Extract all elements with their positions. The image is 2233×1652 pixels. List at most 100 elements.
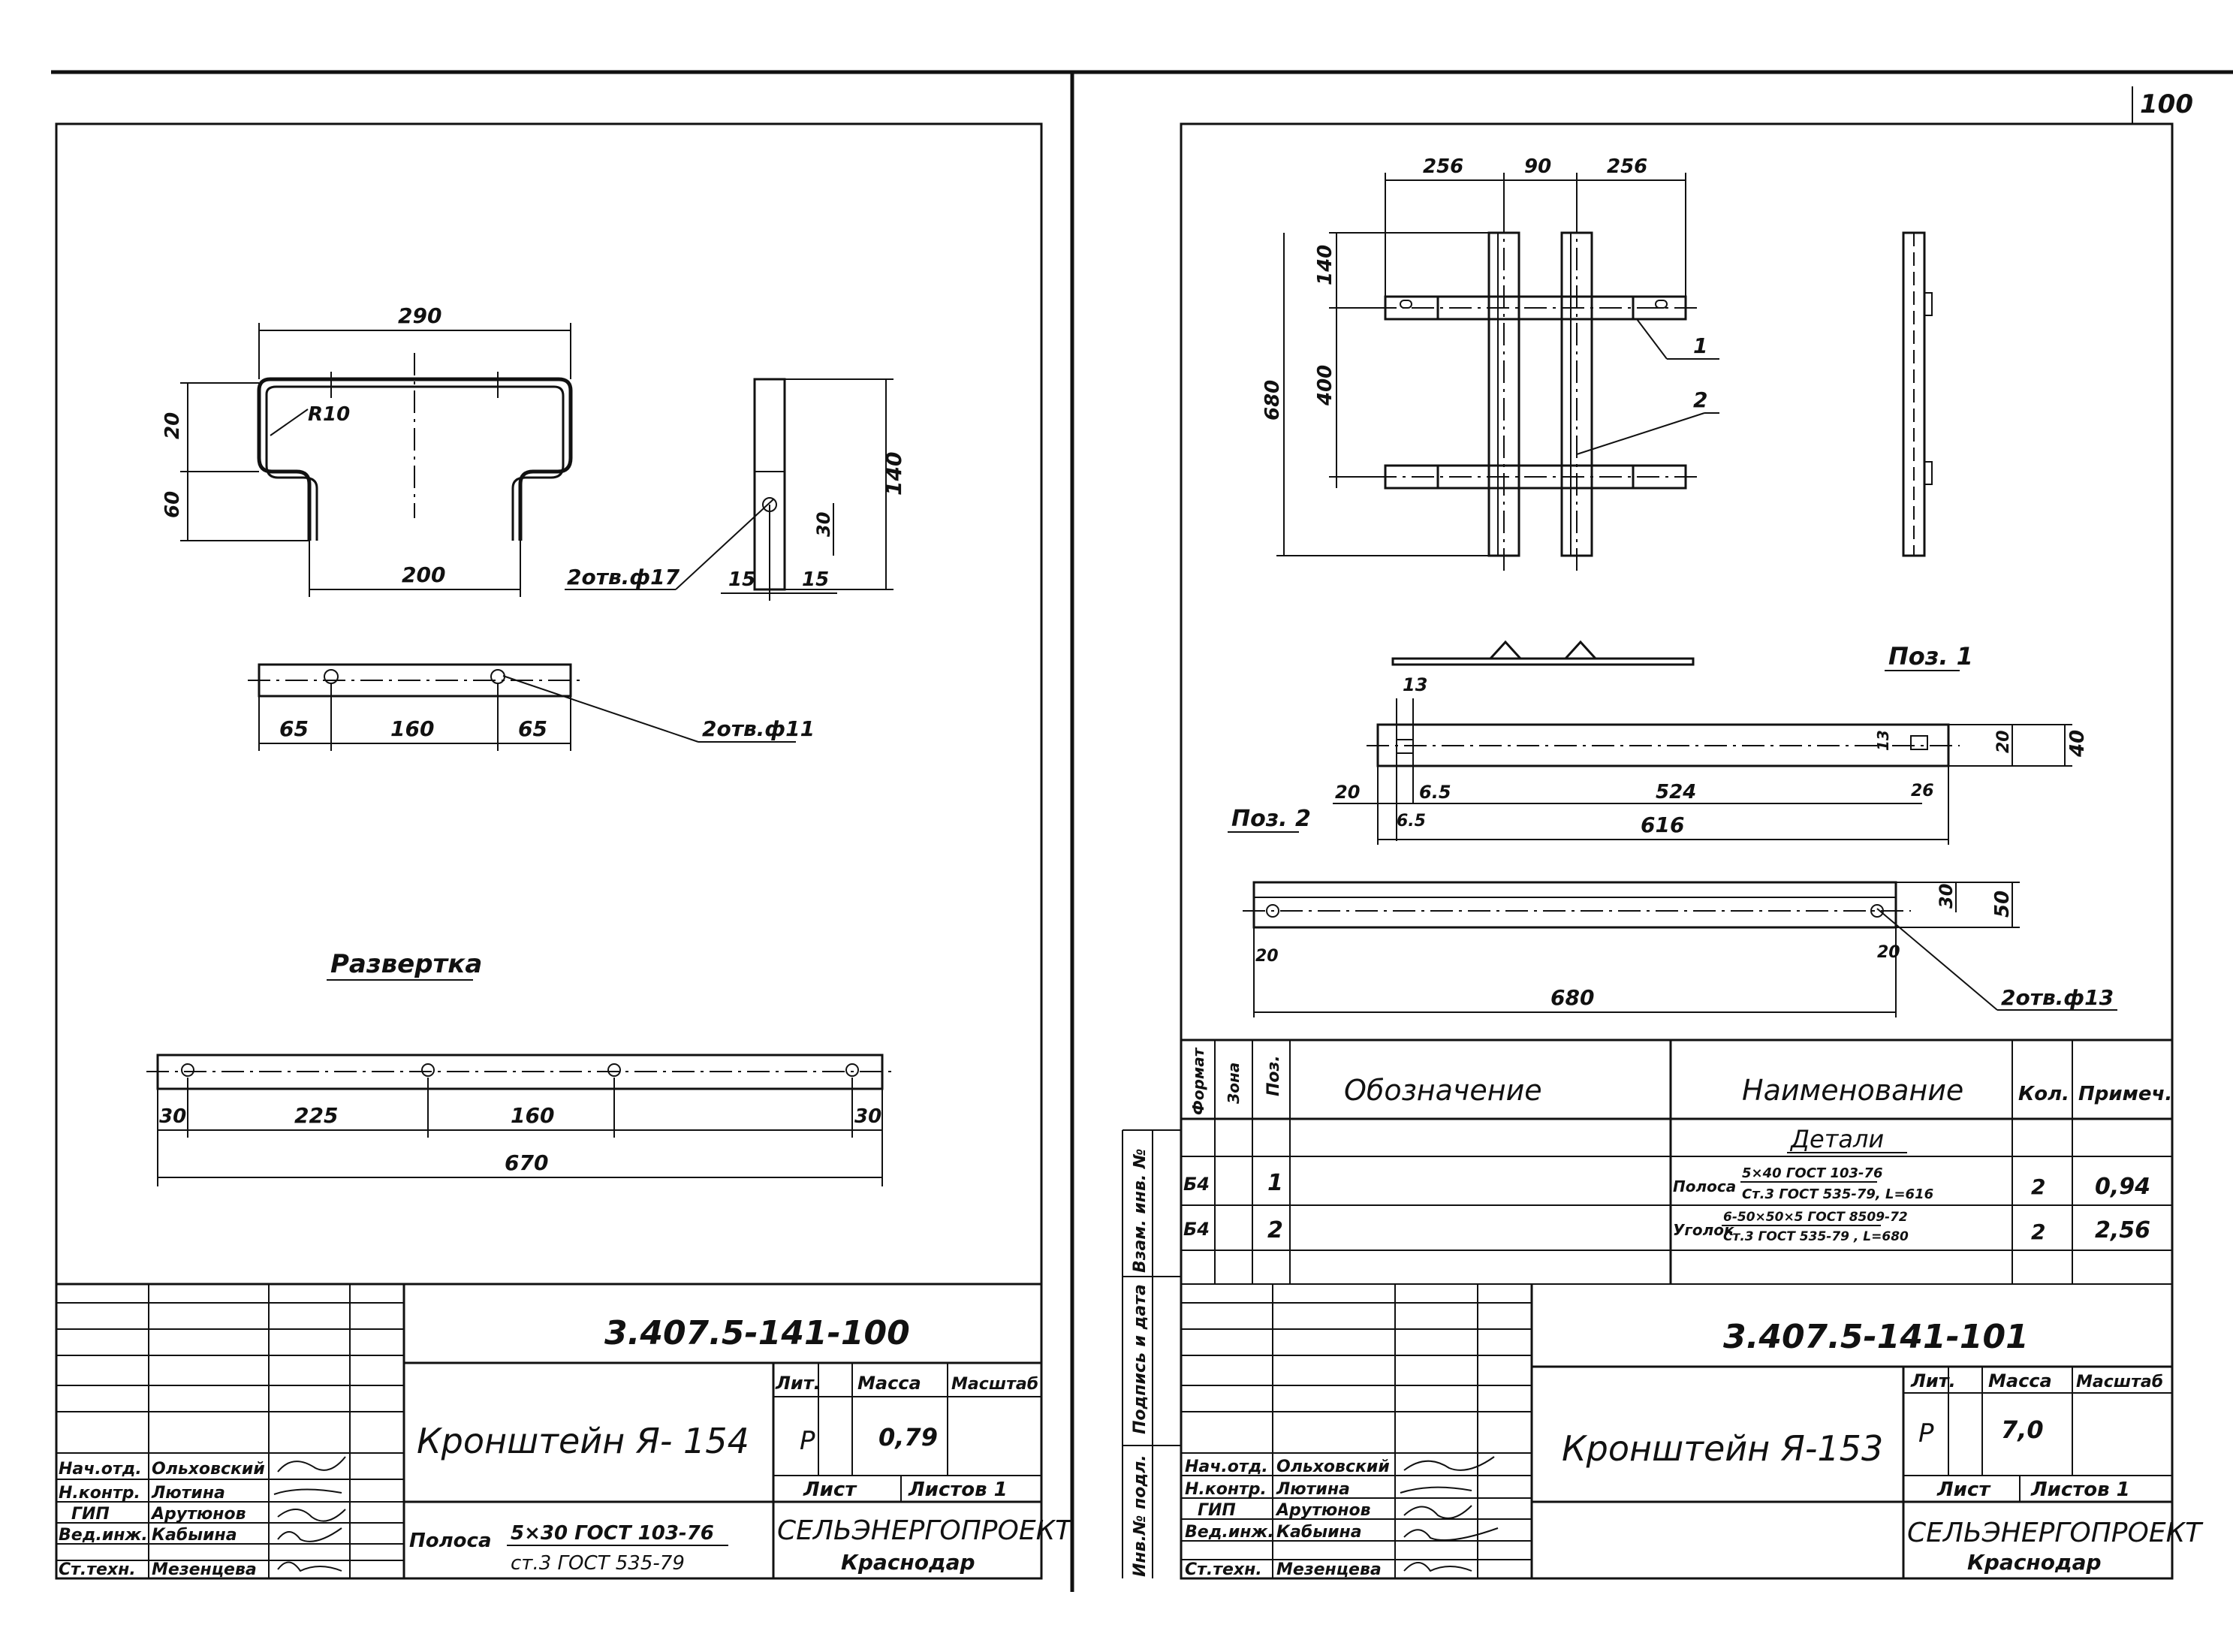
spec-row2-note: 2,56 bbox=[2095, 1217, 2150, 1244]
hole-leader bbox=[675, 499, 774, 590]
dim-65a: 65 bbox=[279, 716, 309, 741]
signature-3 bbox=[277, 1509, 346, 1522]
holes-17: 2отв.ф17 bbox=[567, 565, 680, 589]
left-material-bottom: ст.3 ГОСТ 535-79 bbox=[511, 1552, 685, 1575]
dim-140: 140 bbox=[881, 452, 906, 496]
left-material-label: Полоса bbox=[409, 1530, 491, 1552]
spec-row1-name: Полоса bbox=[1673, 1177, 1736, 1195]
spec-row2-top: 6-50×50×5 ГОСТ 8509-72 bbox=[1723, 1210, 1908, 1225]
right-name-1: Ольховский bbox=[1276, 1458, 1390, 1476]
dim-160: 160 bbox=[390, 716, 434, 741]
holes-11: 2отв.ф11 bbox=[702, 716, 815, 741]
left-role-4: Вед.инж. bbox=[59, 1526, 148, 1545]
side-stamp-2: Подпись и дата bbox=[1131, 1284, 1150, 1434]
dim-30a: 30 bbox=[159, 1105, 186, 1128]
left-sheets-label: Листов 1 bbox=[908, 1479, 1008, 1501]
right-title-block bbox=[1181, 1284, 2172, 1578]
left-mass-header: Масса bbox=[857, 1373, 921, 1394]
left-name-3: Арутюнов bbox=[150, 1505, 246, 1524]
pos2-angle bbox=[1252, 881, 1897, 929]
left-sheet-label: Лист bbox=[803, 1479, 857, 1501]
right-name-3: Арутюнов bbox=[1275, 1501, 1371, 1520]
callout-2: 2 bbox=[1693, 387, 1707, 412]
dim-15b: 15 bbox=[802, 568, 829, 591]
radius-leader bbox=[270, 408, 309, 436]
spec-row2-bottom: Ст.3 ГОСТ 535-79 , L=680 bbox=[1723, 1229, 1909, 1244]
dim-15a: 15 bbox=[728, 568, 755, 591]
dim-290: 290 bbox=[398, 303, 441, 328]
dim-50: 50 bbox=[1991, 891, 2014, 918]
spec-header-pos: Поз. bbox=[1264, 1055, 1283, 1096]
right-mass-header: Масса bbox=[1988, 1370, 2052, 1391]
left-sheet: 290 200 20 60 R10 140 30 15 15 2отв.ф17 bbox=[55, 122, 1074, 1580]
left-lit-header: Лит. bbox=[775, 1373, 821, 1394]
right-sheets-label: Листов 1 bbox=[2030, 1479, 2130, 1501]
left-role-1: Нач.отд. bbox=[59, 1460, 142, 1479]
right-role-4: Вед.инж. bbox=[1185, 1523, 1274, 1542]
spec-row2-name: Уголок bbox=[1673, 1221, 1734, 1239]
radius-r10: R10 bbox=[308, 403, 350, 426]
spec-header-qty: Кол. bbox=[2018, 1083, 2069, 1105]
dim-20l: 20 bbox=[1255, 947, 1279, 966]
left-title-block bbox=[55, 1283, 1043, 1580]
left-scale-header: Масштаб bbox=[951, 1375, 1038, 1394]
right-org: СЕЛЬЭНЕРГОПРОЕКТ bbox=[1907, 1518, 2204, 1548]
right-frame bbox=[1180, 122, 2174, 1580]
dim-400: 400 bbox=[1314, 365, 1336, 406]
dim-680b: 680 bbox=[1550, 985, 1594, 1010]
spec-header-name: Наименование bbox=[1742, 1074, 1963, 1107]
dim-20: 20 bbox=[161, 412, 184, 439]
dim-30: 30 bbox=[813, 512, 834, 537]
side-stamp-3: Инв.№ подл. bbox=[1131, 1455, 1150, 1577]
left-material-top: 5×30 ГОСТ 103-76 bbox=[511, 1522, 714, 1545]
bracket-top-view bbox=[257, 377, 573, 541]
angle-right bbox=[1560, 231, 1593, 557]
right-mass-value: 7,0 bbox=[2001, 1415, 2044, 1444]
left-org: СЕЛЬЭНЕРГОПРОЕКТ bbox=[777, 1515, 1074, 1546]
left-role-2: Н.контр. bbox=[59, 1484, 140, 1503]
dim-40: 40 bbox=[2066, 730, 2089, 758]
spec-header-designation: Обозначение bbox=[1344, 1074, 1542, 1107]
right-role-2: Н.контр. bbox=[1185, 1480, 1267, 1499]
spec-row2-pos: 2 bbox=[1267, 1217, 1283, 1244]
right-role-1: Нач.отд. bbox=[1185, 1458, 1268, 1476]
poz2-title: Поз. 2 bbox=[1231, 806, 1311, 832]
dim-256b: 256 bbox=[1607, 155, 1647, 178]
spec-table bbox=[1122, 1039, 2172, 1578]
left-city: Краснодар bbox=[841, 1550, 975, 1575]
right-role-3: ГИП bbox=[1198, 1501, 1236, 1520]
callout-1: 1 bbox=[1693, 333, 1707, 358]
left-frame bbox=[55, 122, 1043, 1580]
dim-90: 90 bbox=[1524, 155, 1551, 178]
hole-leader-11 bbox=[502, 675, 699, 743]
left-name-2: Лютина bbox=[151, 1484, 225, 1503]
unfold-hole-4 bbox=[845, 1063, 859, 1077]
spec-row1-format: Б4 bbox=[1183, 1174, 1210, 1195]
right-name-4: Кабыина bbox=[1276, 1523, 1362, 1542]
signature-r4 bbox=[1403, 1527, 1499, 1542]
left-name-1: Ольховский bbox=[152, 1460, 265, 1479]
unfold-hole-2 bbox=[421, 1063, 435, 1077]
signature-r5 bbox=[1403, 1562, 1472, 1572]
spec-row1-top: 5×40 ГОСТ 103-76 bbox=[1742, 1165, 1883, 1181]
unfold-hole-3 bbox=[607, 1063, 621, 1077]
right-name-2: Лютина bbox=[1276, 1480, 1350, 1499]
dim-670: 670 bbox=[505, 1150, 548, 1175]
signature-r3 bbox=[1403, 1505, 1472, 1519]
spec-header-zone: Зона bbox=[1225, 1063, 1243, 1105]
angle-left bbox=[1487, 231, 1520, 557]
dim-20r: 20 bbox=[1877, 943, 1900, 962]
plan-hole-1 bbox=[324, 669, 339, 684]
dim-680r: 680 bbox=[1261, 380, 1284, 421]
right-sheet-label: Лист bbox=[1936, 1479, 1991, 1501]
dim-6-5b: 6.5 bbox=[1397, 812, 1426, 831]
side-stamp-1: Взам. инв. № bbox=[1131, 1149, 1150, 1273]
right-lit-value: Р bbox=[1918, 1418, 1934, 1449]
signature-r2 bbox=[1400, 1486, 1472, 1494]
spec-row1-note: 0,94 bbox=[2095, 1174, 2150, 1200]
spec-row1-bottom: Ст.3 ГОСТ 535-79, L=616 bbox=[1742, 1186, 1933, 1202]
right-sheet: 256 90 256 140 400 680 1 2 Поз. 1 13 bbox=[1122, 122, 2204, 1580]
holes-13: 2отв.ф13 bbox=[2001, 985, 2114, 1010]
